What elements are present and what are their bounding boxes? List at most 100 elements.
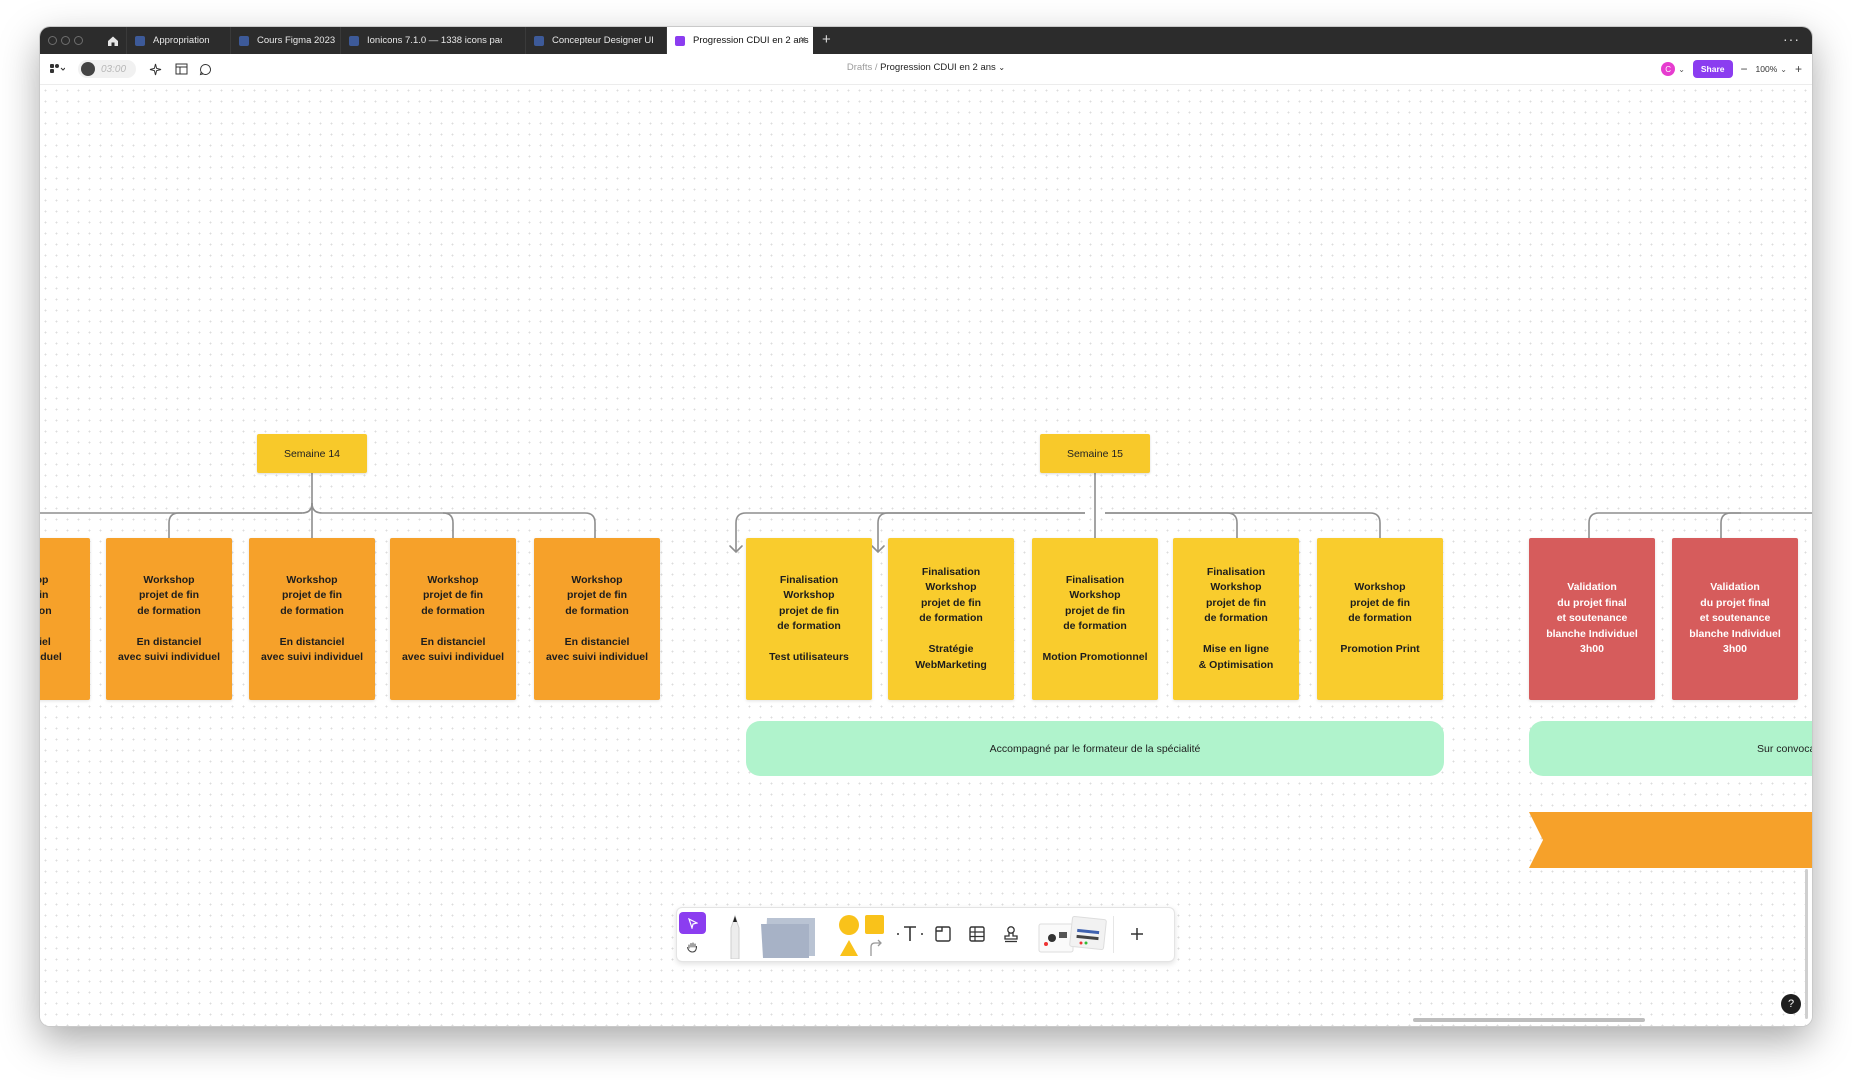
select-tool-button[interactable]: [679, 912, 706, 934]
zoom-in-icon[interactable]: +: [1794, 62, 1802, 76]
avatar: [81, 62, 95, 76]
sticky-note-validation[interactable]: Validation du projet final et soutenance…: [1672, 538, 1798, 700]
maximize-window-button[interactable]: [74, 36, 83, 45]
share-button[interactable]: Share: [1692, 60, 1733, 78]
templates-button[interactable]: [174, 62, 188, 76]
tab-label: Cours Figma 2023: [257, 35, 336, 46]
right-actions: C ⌄ Share − 100% ⌄ +: [1661, 60, 1802, 78]
breadcrumb-separator: /: [874, 62, 878, 73]
section-tool-button[interactable]: [931, 922, 955, 946]
sticky-note-workshop[interactable]: Workshop projet de fin de formation En d…: [390, 538, 516, 700]
board-canvas[interactable]: Semaine 14 Semaine 15 op fin tion ciel d…: [40, 85, 1812, 1026]
chevron-down-icon[interactable]: ⌄: [998, 63, 1006, 72]
comments-button[interactable]: [198, 62, 212, 76]
table-icon: [969, 926, 985, 942]
figjam-file-icon: [239, 35, 249, 46]
text-tool-button[interactable]: [895, 922, 925, 946]
zoom-level[interactable]: 100%: [1755, 64, 1778, 74]
sticky-note-text: op fin tion ciel dividuel: [40, 573, 62, 664]
marker-tool-button[interactable]: [715, 910, 755, 959]
tab-label: Appropriation: [153, 35, 210, 46]
sticky-note-text: Workshop projet de fin de formation En d…: [545, 573, 649, 664]
layout-icon: [175, 63, 187, 75]
sticky-note-finalisation[interactable]: Finalisation Workshop projet de fin de f…: [888, 538, 1014, 700]
sticky-note-text: Workshop projet de fin de formation Prom…: [1340, 581, 1420, 656]
help-button[interactable]: ?: [1781, 994, 1801, 1014]
week-14-header[interactable]: Semaine 14: [257, 434, 367, 473]
sticky-note-stack-icon: [761, 918, 815, 958]
tab-cours-figma[interactable]: Cours Figma 2023: [230, 27, 340, 54]
sticky-note-text: Validation du projet final et soutenance…: [1546, 581, 1638, 656]
sticky-note-finalisation[interactable]: Finalisation Workshop projet de fin de f…: [746, 538, 872, 700]
sparkle-icon: [149, 63, 161, 75]
tab-label: Progression CDUI en 2 ans: [693, 35, 809, 46]
file-name[interactable]: Progression CDUI en 2 ans: [880, 62, 996, 73]
figjam-file-icon: [534, 35, 544, 46]
shapes-icon: [839, 915, 884, 956]
chevron-down-icon[interactable]: ⌄: [1678, 64, 1685, 74]
stamp-icon: [1004, 926, 1018, 943]
toolbar-divider: [1113, 916, 1114, 953]
tab-appropriation[interactable]: Appropriation: [126, 27, 230, 54]
user-avatar[interactable]: C: [1661, 62, 1676, 76]
pen-icon: [730, 914, 740, 959]
new-tab-button[interactable]: +: [822, 31, 831, 48]
more-options-icon[interactable]: ···: [1783, 31, 1800, 47]
sticky-note-finalisation[interactable]: Finalisation Workshop projet de fin de f…: [1032, 538, 1158, 700]
figjam-file-icon: [349, 35, 359, 46]
sticky-note-workshop[interactable]: op fin tion ciel dividuel: [40, 538, 90, 700]
hand-icon: [687, 942, 697, 953]
sticky-note-workshop[interactable]: Workshop projet de fin de formation En d…: [249, 538, 375, 700]
chevron-down-icon[interactable]: ⌄: [1780, 64, 1787, 74]
plus-icon: [1131, 928, 1143, 940]
convocation-text: Sur convoca: [1757, 742, 1812, 755]
sticky-note-workshop[interactable]: Workshop projet de fin de formation En d…: [106, 538, 232, 700]
figjam-file-icon: [675, 35, 685, 46]
accompaniment-banner[interactable]: Accompagné par le formateur de la spécia…: [746, 721, 1444, 776]
tab-progression-cdui[interactable]: Progression CDUI en 2 ans ×: [666, 27, 813, 54]
hand-tool-button[interactable]: [679, 936, 706, 958]
minimize-window-button[interactable]: [61, 36, 70, 45]
orange-ribbon-shape[interactable]: [1529, 812, 1812, 868]
accompaniment-text: Accompagné par le formateur de la spécia…: [989, 742, 1201, 755]
sticky-note-text: Finalisation Workshop projet de fin de f…: [769, 573, 849, 664]
breadcrumb: Drafts / Progression CDUI en 2 ans ⌄: [40, 62, 1812, 73]
vertical-scrollbar[interactable]: [1805, 869, 1808, 1019]
top-toolbar: 03:00 Drafts / Progression CDUI en 2 ans…: [40, 54, 1812, 85]
widgets-stack-icon: [1038, 916, 1107, 953]
timer-widget[interactable]: 03:00: [78, 60, 136, 78]
week-15-header[interactable]: Semaine 15: [1040, 434, 1150, 473]
tab-label: Ionicons 7.1.0 — 1338 icons pack (C: [367, 35, 502, 46]
tab-bar: Appropriation Cours Figma 2023 Ionicons …: [40, 27, 1812, 54]
stamp-tool-button[interactable]: [999, 922, 1023, 946]
figjam-logo-icon: [50, 64, 65, 73]
horizontal-scrollbar[interactable]: [1413, 1018, 1645, 1022]
sticky-note-tool-button[interactable]: [759, 914, 817, 958]
sticky-note-text: Workshop projet de fin de formation En d…: [260, 573, 364, 664]
text-icon: [897, 926, 923, 941]
home-icon: [108, 36, 118, 46]
table-tool-button[interactable]: [965, 922, 989, 946]
home-button[interactable]: [100, 27, 126, 54]
tab-ionicons[interactable]: Ionicons 7.1.0 — 1338 icons pack (C: [340, 27, 502, 54]
sticky-note-promotion-print[interactable]: Workshop projet de fin de formation Prom…: [1317, 538, 1443, 700]
more-tools-button[interactable]: [1125, 922, 1149, 946]
sticky-note-text: Finalisation Workshop projet de fin de f…: [1198, 565, 1274, 671]
section-icon: [935, 926, 951, 942]
sticky-note-finalisation[interactable]: Finalisation Workshop projet de fin de f…: [1173, 538, 1299, 700]
cursor-icon: [687, 917, 698, 929]
sticky-note-workshop[interactable]: Workshop projet de fin de formation En d…: [534, 538, 660, 700]
shapes-tool-button[interactable]: [837, 912, 887, 958]
convocation-banner[interactable]: Sur convoca: [1529, 721, 1812, 776]
close-tab-icon[interactable]: ×: [799, 34, 806, 46]
widgets-tool-button[interactable]: [1037, 914, 1107, 956]
zoom-out-icon[interactable]: −: [1740, 62, 1748, 76]
ai-actions-button[interactable]: [148, 62, 162, 76]
close-window-button[interactable]: [48, 36, 57, 45]
figjam-file-icon: [135, 35, 145, 46]
breadcrumb-parent[interactable]: Drafts: [846, 62, 873, 73]
tab-label: Concepteur Designer UI: [552, 35, 654, 46]
tab-concepteur-designer[interactable]: Concepteur Designer UI: [525, 27, 655, 54]
main-menu-button[interactable]: [48, 62, 66, 76]
sticky-note-validation[interactable]: Validation du projet final et soutenance…: [1529, 538, 1655, 700]
